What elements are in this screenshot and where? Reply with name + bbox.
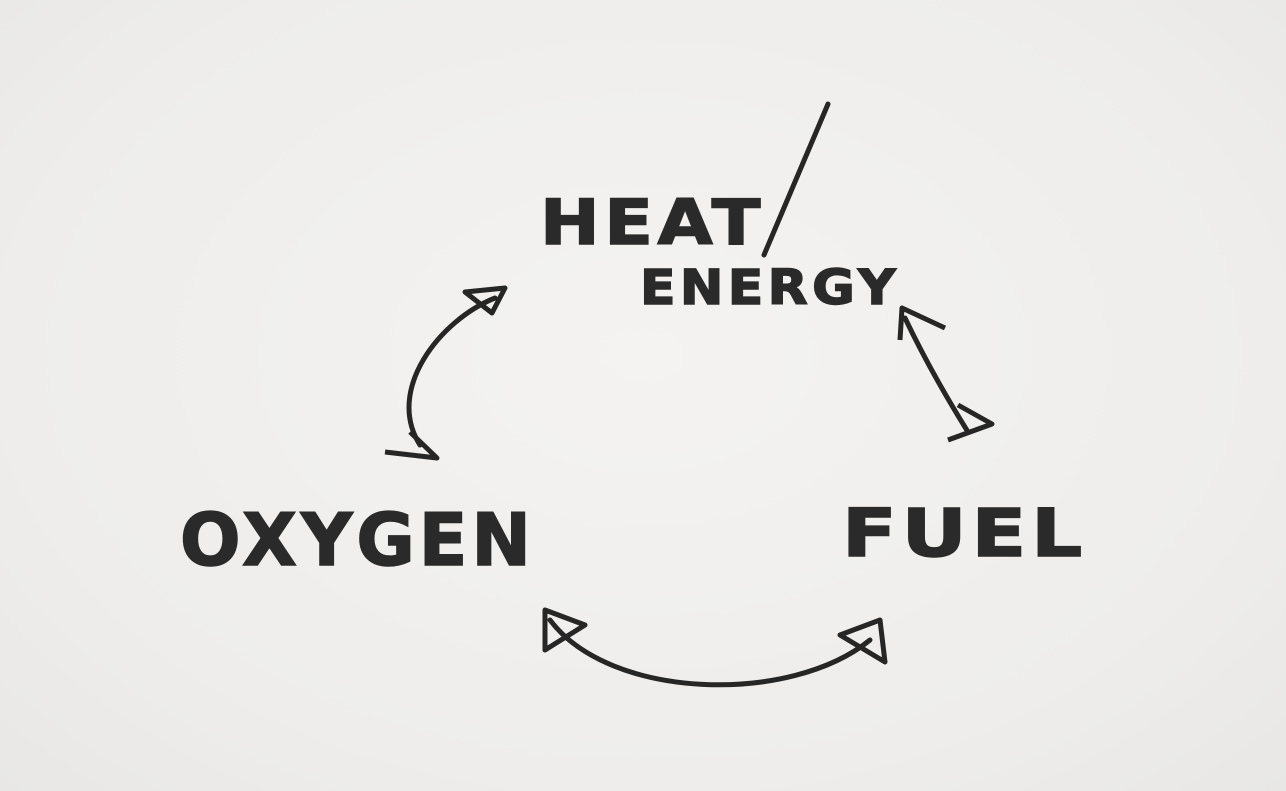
node-heat: HEAT bbox=[540, 186, 765, 259]
arrow-heat-fuel bbox=[897, 305, 995, 443]
slash-divider bbox=[761, 101, 831, 258]
node-fuel: FUEL bbox=[842, 495, 1087, 572]
arrow-oxygen-fuel bbox=[542, 607, 888, 688]
node-energy: ENERGY bbox=[640, 260, 900, 316]
node-oxygen: OXYGEN bbox=[180, 498, 535, 582]
arrow-heat-oxygen bbox=[384, 285, 508, 461]
